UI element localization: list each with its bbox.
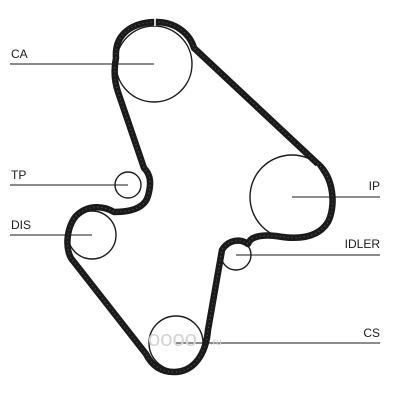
ca-label: CA <box>11 47 28 61</box>
cs-label: CS <box>363 326 380 340</box>
dis-label: DIS <box>11 218 31 232</box>
belt-tooth-texture <box>66 21 334 373</box>
watermark-logo: oooo .ru <box>148 326 222 351</box>
ip-label: IP <box>369 179 380 193</box>
svg-text:oooo: oooo <box>148 326 197 351</box>
svg-text:.ru: .ru <box>210 337 222 348</box>
idler-label: IDLER <box>345 237 381 251</box>
pump-timing-mark <box>315 165 321 173</box>
tp-label: TP <box>11 168 26 182</box>
